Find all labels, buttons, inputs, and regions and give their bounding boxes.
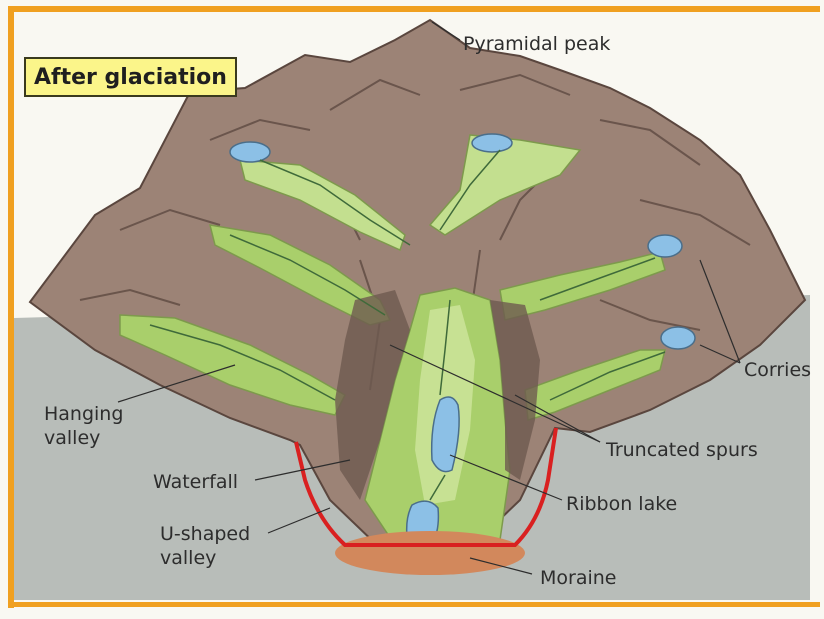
corrie-lake-right xyxy=(648,235,682,257)
corrie-lake-upper-left xyxy=(230,142,270,162)
diagram-title-box: After glaciation xyxy=(24,57,237,97)
frame-top-bar xyxy=(8,6,820,12)
diagram-title: After glaciation xyxy=(34,65,227,90)
label-u-shaped-valley: U-shaped valley xyxy=(160,522,250,570)
frame-left-bar xyxy=(8,6,14,608)
frame-bottom-bar xyxy=(8,602,820,607)
moraine-deposit xyxy=(335,531,525,575)
label-pyramidal-peak: Pyramidal peak xyxy=(463,32,610,56)
corrie-lake-top xyxy=(472,134,512,152)
corrie-lake-lower-right xyxy=(661,327,695,349)
label-truncated-spurs: Truncated spurs xyxy=(606,438,758,462)
label-corries: Corries xyxy=(744,358,811,382)
label-hanging-valley: Hanging valley xyxy=(44,402,123,450)
label-moraine: Moraine xyxy=(540,566,616,590)
label-waterfall: Waterfall xyxy=(153,470,238,494)
label-ribbon-lake: Ribbon lake xyxy=(566,492,677,516)
